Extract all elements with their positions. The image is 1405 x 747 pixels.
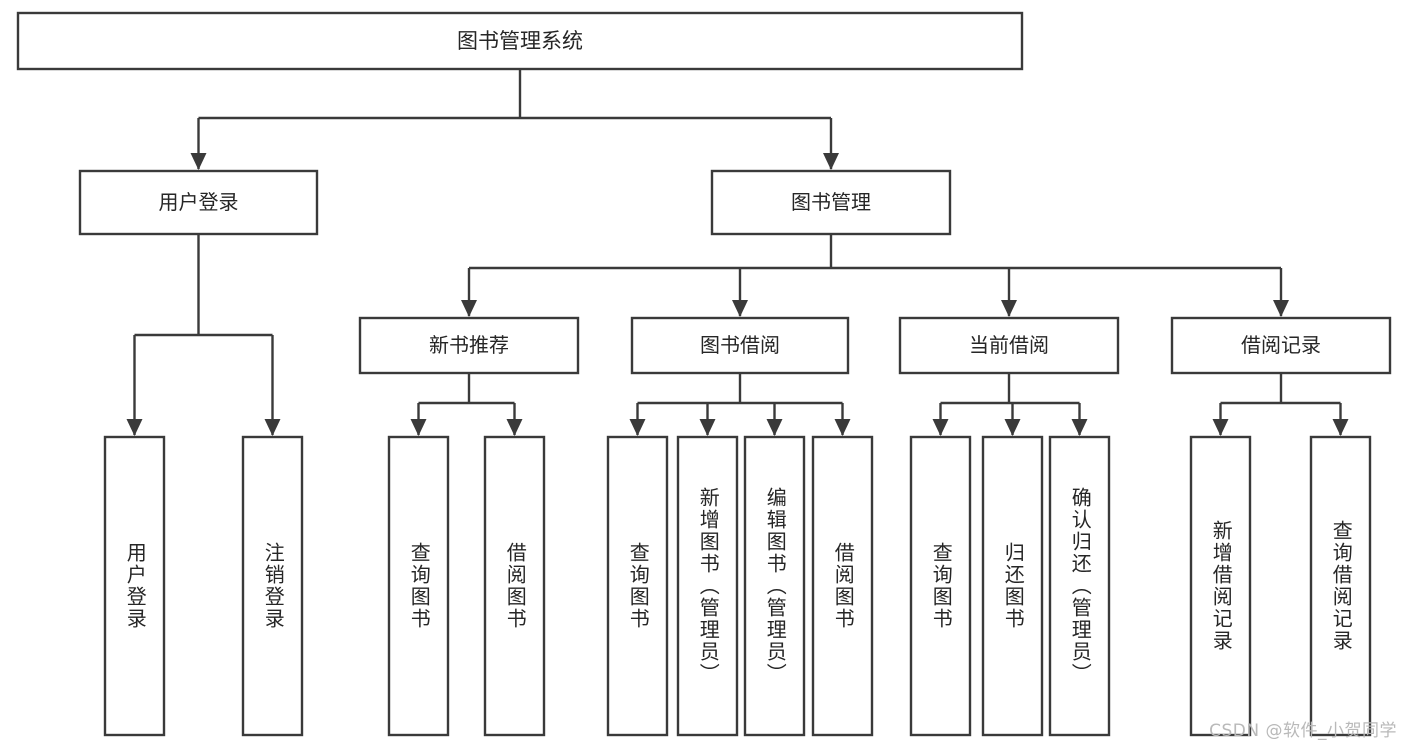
leaf-node-rect[interactable] (811, 435, 874, 737)
root-node-rect[interactable] (16, 11, 1024, 71)
arrow-head-icon-leaf-图书借阅-2 (766, 419, 783, 436)
leaf-node-rect[interactable] (676, 435, 739, 737)
level2-node-label: 借阅记录 (1241, 333, 1321, 357)
level1-node-label: 图书管理 (791, 190, 871, 214)
level2-node-0[interactable] (358, 316, 580, 375)
leaf-node-rect[interactable] (1048, 435, 1111, 737)
leaf-node-2[interactable] (387, 435, 450, 737)
root-node-label: 图书管理系统 (457, 29, 583, 53)
level1-node-1[interactable] (710, 169, 952, 236)
level2-node-label: 图书借阅 (700, 333, 780, 357)
leaf-node-4[interactable] (606, 435, 669, 737)
connectors-group (126, 69, 1349, 436)
level2-node-label: 新书推荐 (429, 333, 509, 357)
leaf-node-5[interactable] (676, 435, 739, 737)
root-node[interactable] (16, 11, 1024, 71)
leaf-node-rect[interactable] (241, 435, 304, 737)
arrow-head-icon-level2-0 (461, 300, 477, 317)
leaf-node-7[interactable] (811, 435, 874, 737)
arrow-head-icon-level1-1 (823, 153, 839, 170)
level1-node-rect[interactable] (78, 169, 319, 236)
level2-node-2[interactable] (898, 316, 1120, 375)
leaf-node-rect[interactable] (606, 435, 669, 737)
level2-node-rect[interactable] (898, 316, 1120, 375)
leaf-node-rect[interactable] (1309, 435, 1372, 737)
arrow-head-icon-leaf-图书借阅-3 (834, 419, 851, 436)
boxes-group (16, 11, 1392, 737)
arrow-head-icon-leaf-当前借阅-2 (1071, 419, 1088, 436)
level1-node-label: 用户登录 (159, 190, 239, 214)
arrow-head-icon-leaf-当前借阅-1 (1004, 419, 1021, 436)
arrow-head-icon-level2-3 (1273, 300, 1289, 317)
arrow-head-icon-level2-2 (1001, 300, 1017, 317)
leaf-node-0[interactable] (103, 435, 166, 737)
arrow-head-icon-leaf-新书推荐-0 (410, 419, 427, 436)
leaf-node-rect[interactable] (387, 435, 450, 737)
leaf-node-3[interactable] (483, 435, 546, 737)
leaf-node-rect[interactable] (909, 435, 972, 737)
leaf-node-10[interactable] (1048, 435, 1111, 737)
leaf-node-11[interactable] (1189, 435, 1252, 737)
arrow-head-icon-level1-0 (190, 153, 207, 170)
arrow-head-icon-leaf-新书推荐-1 (506, 419, 523, 436)
level1-node-0[interactable] (78, 169, 319, 236)
arrow-head-icon-leaf-借阅记录-0 (1212, 419, 1229, 436)
leaf-node-9[interactable] (981, 435, 1044, 737)
level2-node-1[interactable] (630, 316, 850, 375)
arrow-head-icon-leaf-用户登录-0 (126, 419, 143, 436)
arrow-head-icon-leaf-图书借阅-0 (629, 419, 646, 436)
arrow-head-icon-level2-1 (732, 300, 748, 317)
level2-node-rect[interactable] (630, 316, 850, 375)
leaf-node-rect[interactable] (1189, 435, 1252, 737)
level2-node-rect[interactable] (358, 316, 580, 375)
leaf-node-1[interactable] (241, 435, 304, 737)
leaf-node-6[interactable] (743, 435, 806, 737)
arrow-head-icon-leaf-借阅记录-1 (1332, 419, 1349, 436)
level1-node-rect[interactable] (710, 169, 952, 236)
arrow-head-icon-leaf-图书借阅-1 (699, 419, 716, 436)
leaf-node-rect[interactable] (103, 435, 166, 737)
leaf-node-rect[interactable] (483, 435, 546, 737)
level2-node-label: 当前借阅 (969, 333, 1049, 357)
arrow-head-icon-leaf-用户登录-1 (264, 419, 281, 436)
leaf-node-8[interactable] (909, 435, 972, 737)
level2-node-3[interactable] (1170, 316, 1392, 375)
leaf-node-12[interactable] (1309, 435, 1372, 737)
watermark-text: CSDN @软件_小贺同学 (1209, 721, 1397, 741)
level2-node-rect[interactable] (1170, 316, 1392, 375)
leaf-node-rect[interactable] (743, 435, 806, 737)
arrow-head-icon-leaf-当前借阅-0 (932, 419, 949, 436)
leaf-node-rect[interactable] (981, 435, 1044, 737)
